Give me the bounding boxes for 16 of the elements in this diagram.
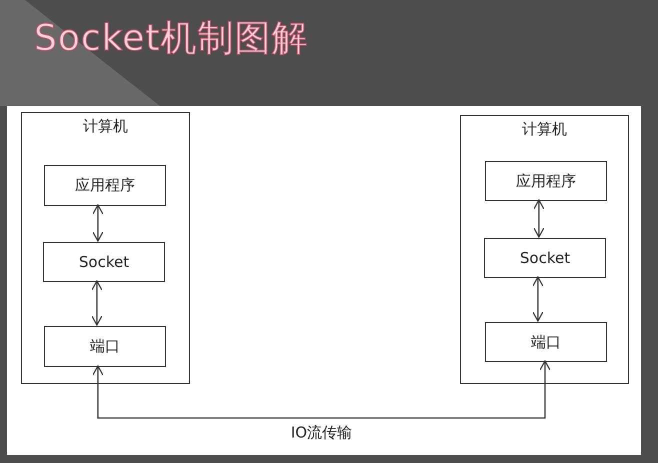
slide-title: Socket机制图解 (34, 17, 308, 61)
arrow (91, 280, 102, 326)
arrow (92, 360, 551, 419)
layer-box: Socket (484, 238, 606, 278)
layer-box: 应用程序 (44, 165, 166, 206)
layer-box: 端口 (485, 322, 607, 362)
arrow (533, 199, 544, 238)
box-heading: 计算机 (82, 117, 129, 136)
arrow (532, 276, 544, 322)
arrow (92, 204, 104, 242)
layer-box: Socket (43, 242, 165, 282)
layer-box: 应用程序 (485, 161, 607, 201)
computer-box (460, 115, 629, 384)
computer-box (21, 112, 190, 384)
layer-box: 端口 (44, 326, 166, 367)
box-heading: 计算机 (521, 120, 568, 139)
